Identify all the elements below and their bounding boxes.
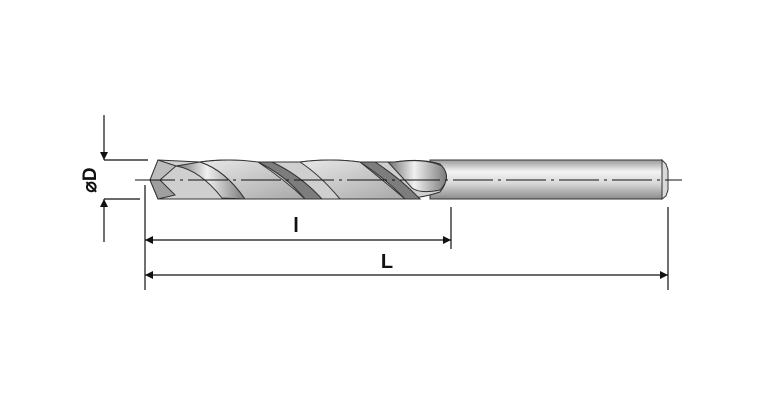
flute-length-label: l	[293, 215, 299, 237]
diameter-label: ⌀D	[80, 167, 101, 192]
overall-length-label: L	[381, 251, 393, 273]
diameter-dimension	[100, 115, 148, 242]
